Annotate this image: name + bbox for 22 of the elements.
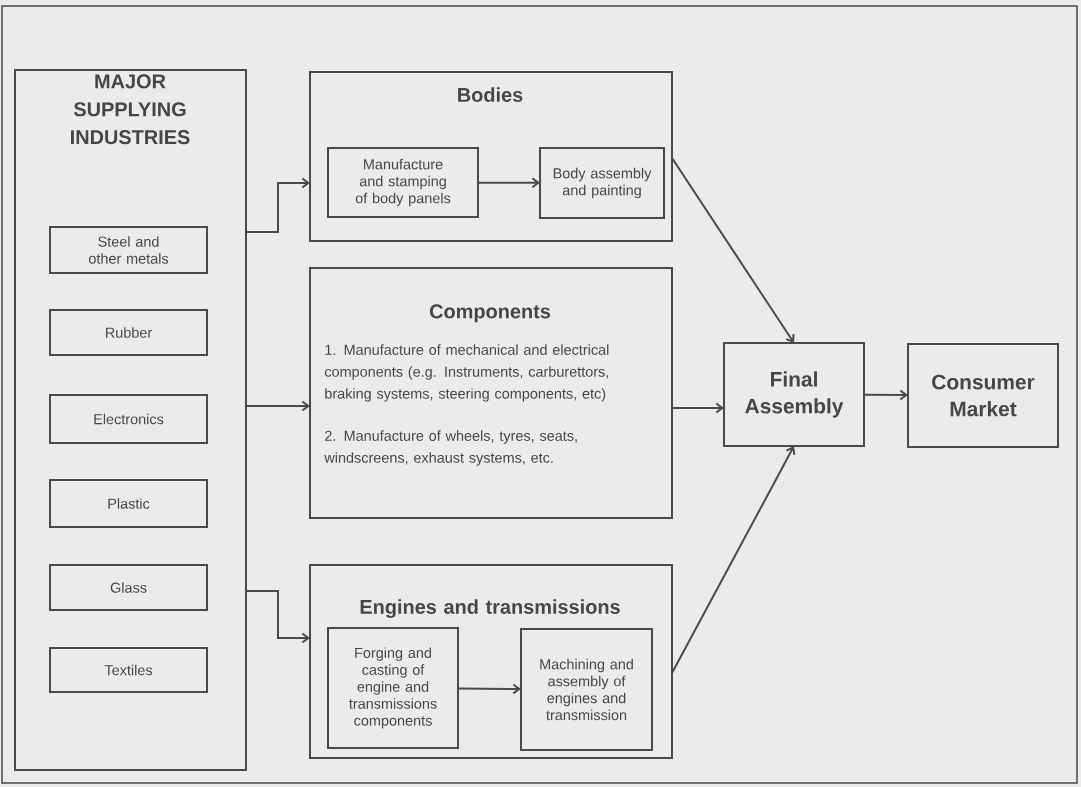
process-box: Body assembly and painting	[539, 147, 665, 219]
arrow	[457, 683, 521, 695]
arrow	[245, 590, 310, 644]
process-box: Glass	[49, 564, 208, 611]
process-box: Machining and assembly of engines and transmission	[520, 628, 653, 751]
process-box: Rubber	[49, 309, 208, 356]
arrow	[477, 177, 540, 189]
stage-box: Consumer Market	[907, 343, 1059, 448]
process-box: Manufacture and stamping of body panels	[327, 147, 479, 218]
arrow	[245, 400, 310, 412]
arrow	[671, 157, 795, 343]
arrow	[245, 177, 310, 233]
arrow	[863, 389, 908, 401]
stage-box: Final Assembly	[723, 342, 865, 447]
process-box: Forging and casting of engine and transmissions components	[327, 627, 459, 749]
process-box: Textiles	[49, 647, 208, 693]
group-box: Components 1. Manufacture of mechanical and electrical components (e.g. Instruments, carburettors, braking systems, steering components, etc) 2. Manufacture of wheels, tyres, seats, windscreens, exhaust systems, etc.	[309, 267, 673, 519]
process-box: Plastic	[49, 479, 208, 528]
process-box: Electronics	[49, 394, 208, 444]
arrow	[671, 446, 796, 674]
arrow	[671, 402, 724, 414]
process-box: Steel and other metals	[49, 226, 208, 274]
